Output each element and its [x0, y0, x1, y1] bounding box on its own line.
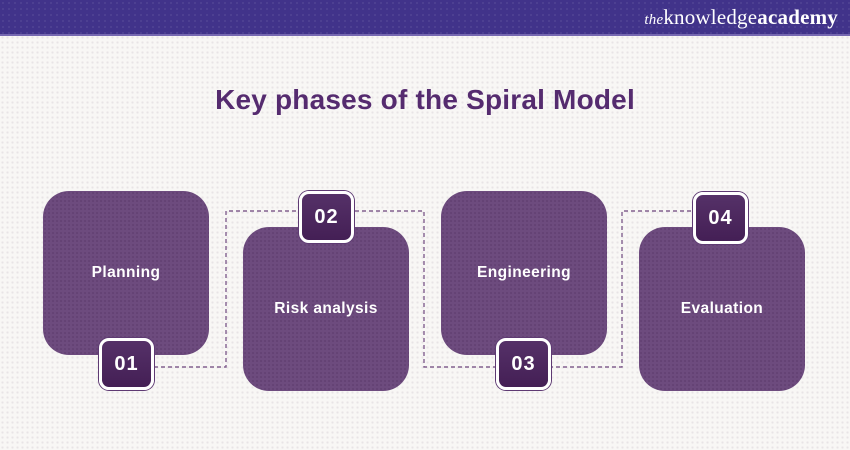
phase-number-badge-04: 04 [693, 192, 748, 244]
phase-card-planning: Planning [43, 191, 209, 355]
phase-label-engineering: Engineering [477, 264, 571, 281]
phase-number-badge-01: 01 [99, 338, 154, 390]
phase-card-risk-analysis: Risk analysis [243, 227, 409, 391]
brand-logo: theknowledgeacademy [644, 4, 838, 29]
phase-number-03: 03 [511, 352, 536, 375]
phase-label-planning: Planning [91, 264, 161, 281]
phase-number-badge-02: 02 [299, 191, 354, 243]
logo-word-the: the [644, 11, 664, 28]
logo-word-academy: academy [757, 4, 838, 29]
page-title: Key phases of the Spiral Model [215, 84, 635, 115]
phase-card-engineering: Engineering [441, 191, 607, 355]
phase-number-badge-03: 03 [496, 338, 551, 390]
phase-number-01: 01 [114, 352, 139, 375]
phase-number-02: 02 [314, 205, 339, 228]
brand-banner: theknowledgeacademy [0, 0, 850, 36]
phase-label-risk-analysis: Risk analysis [274, 300, 378, 317]
phase-card-evaluation: Evaluation [639, 227, 805, 391]
phase-label-evaluation: Evaluation [680, 300, 764, 317]
phase-number-04: 04 [708, 206, 733, 229]
logo-word-knowledge: knowledge [663, 4, 758, 29]
